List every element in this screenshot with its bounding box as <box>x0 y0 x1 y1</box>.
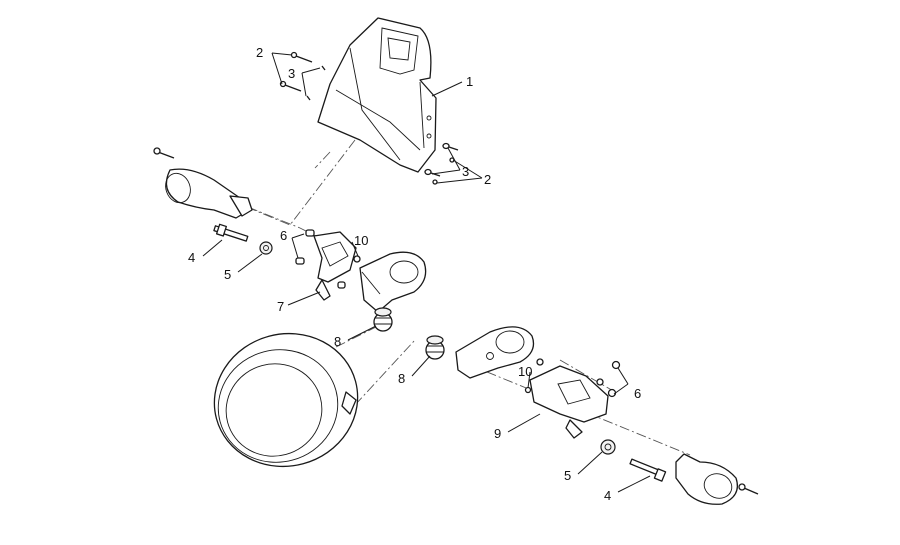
callout-4-left: 4 <box>188 250 195 265</box>
callout-5-left: 5 <box>224 267 231 282</box>
callout-10-right: 10 <box>518 364 532 379</box>
callout-labels: 1 2 3 3 2 4 5 6 7 10 8 8 10 6 9 5 4 <box>188 45 641 503</box>
callout-10-left: 10 <box>354 233 368 248</box>
callout-2-right: 2 <box>484 172 491 187</box>
callout-2-top: 2 <box>256 45 263 60</box>
right-bolt-and-nut <box>600 439 667 482</box>
right-bracket-assembly <box>524 360 621 439</box>
callout-4-right: 4 <box>604 488 611 503</box>
callout-8-left: 8 <box>334 334 341 349</box>
left-bolt-and-nut <box>213 223 273 255</box>
right-headlight-clamp <box>455 326 544 379</box>
callout-6-right: 6 <box>634 386 641 401</box>
callout-5-right: 5 <box>564 468 571 483</box>
screws-right <box>424 142 459 185</box>
callout-9: 9 <box>494 426 501 441</box>
left-bracket-assembly <box>295 229 357 301</box>
callout-3-top: 3 <box>288 66 295 81</box>
callout-6-left: 6 <box>280 228 287 243</box>
callout-1: 1 <box>466 74 473 89</box>
left-headlight-clamp <box>353 251 427 313</box>
headlight-fairing <box>317 17 437 173</box>
rubber-bushing-left <box>373 307 393 332</box>
callout-7: 7 <box>277 299 284 314</box>
callout-8-right: 8 <box>398 371 405 386</box>
headlight <box>213 332 359 468</box>
left-turn-signal <box>153 147 253 219</box>
rubber-bushing-right <box>425 335 445 360</box>
right-turn-signal <box>675 453 759 505</box>
callout-3-right: 3 <box>462 164 469 179</box>
leader-lines <box>202 52 651 493</box>
